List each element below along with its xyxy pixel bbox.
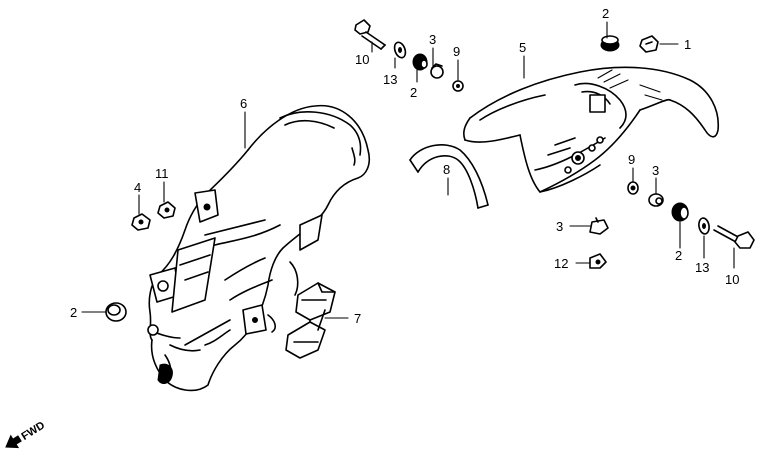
- callout-13-right: 13: [695, 260, 709, 275]
- callout-4: 4: [134, 180, 141, 195]
- grommet-part-2-right: [671, 202, 689, 222]
- band-part-8: [409, 144, 489, 209]
- leader-lines: [81, 21, 735, 319]
- rubber-pad-part-7: [285, 282, 336, 359]
- callout-2-top-right: 2: [602, 6, 609, 21]
- washer-part-13-top: [393, 41, 407, 59]
- callout-10-right: 10: [725, 272, 739, 287]
- grommet-part-2-top-right: [600, 35, 620, 52]
- nut-part-9-top: [452, 80, 464, 92]
- callout-10-top: 10: [355, 52, 369, 67]
- rear-fender-part-5: [463, 66, 720, 193]
- collar-part-3-right: [648, 193, 664, 207]
- callout-3-right: 3: [652, 163, 659, 178]
- washer-part-13-right: [698, 217, 710, 235]
- callout-2-top-left: 2: [410, 85, 417, 100]
- bolt-part-10-top: [354, 19, 386, 50]
- callout-labels: 1 2 2 2 2 3 3 3 4 5 6 7 8 9 9 10 10 11 1…: [70, 6, 739, 326]
- callout-12: 12: [554, 256, 568, 271]
- nut-part-4: [131, 213, 151, 231]
- fwd-label: FWD: [19, 419, 47, 442]
- nut-part-11: [157, 201, 176, 219]
- forward-direction-marker: FWD: [5, 419, 47, 449]
- callout-11: 11: [155, 166, 169, 181]
- collar-part-3-mid: [589, 217, 609, 235]
- callout-3-top: 3: [429, 32, 436, 47]
- nut-part-9-right: [627, 181, 639, 195]
- callout-9-top: 9: [453, 44, 460, 59]
- forward-arrow-icon: [5, 434, 22, 449]
- collar-part-1: [639, 35, 659, 53]
- nut-part-12: [589, 253, 607, 269]
- callout-7: 7: [354, 311, 361, 326]
- callout-2-left: 2: [70, 305, 77, 320]
- callout-8: 8: [443, 162, 450, 177]
- callout-9-right: 9: [628, 152, 635, 167]
- front-fender-part-6: [147, 104, 371, 392]
- callout-3-mid: 3: [556, 219, 563, 234]
- grommet-part-2-left: [105, 302, 127, 322]
- collar-part-3-top: [430, 63, 444, 79]
- callout-1: 1: [684, 37, 691, 52]
- callout-6: 6: [240, 96, 247, 111]
- bolt-part-10-right: [713, 225, 755, 249]
- grommet-part-2-top-left: [412, 53, 428, 71]
- callout-2-right: 2: [675, 248, 682, 263]
- callout-5: 5: [519, 40, 526, 55]
- callout-13-top: 13: [383, 72, 397, 87]
